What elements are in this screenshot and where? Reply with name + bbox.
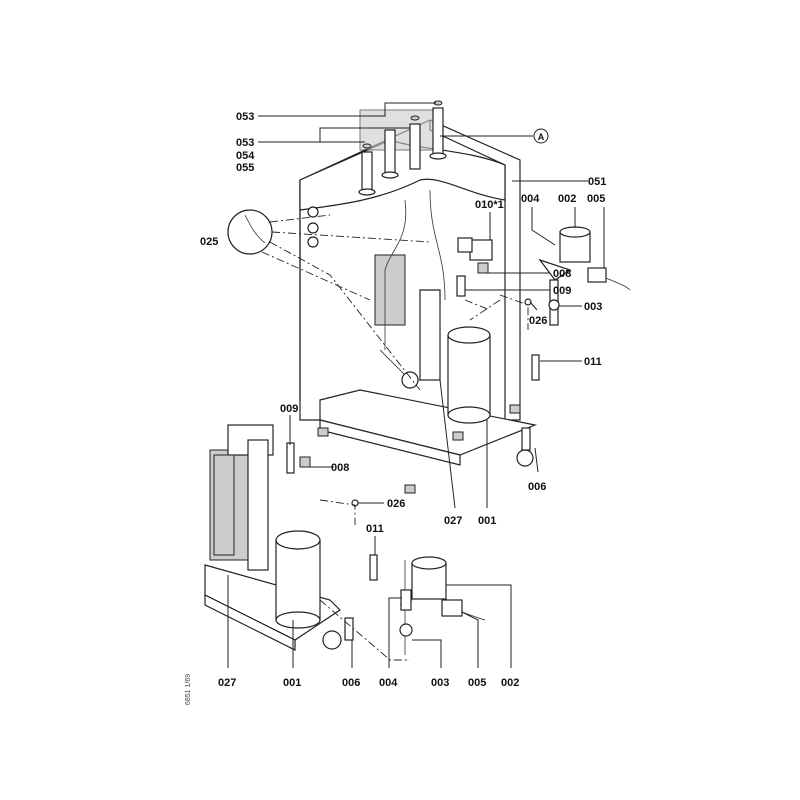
- pipe-connectors: [358, 100, 447, 196]
- label-054: 054: [236, 150, 255, 162]
- callout-a-text: A: [538, 132, 545, 142]
- label-055: 055: [236, 162, 254, 174]
- document-code: 6851 1/69: [185, 674, 192, 705]
- label-053: 053: [236, 137, 254, 149]
- label-026: 026: [529, 315, 547, 327]
- callout-a: A: [533, 128, 549, 144]
- label-008: 008: [331, 462, 349, 474]
- label-001: 001: [478, 515, 496, 527]
- label-005: 005: [587, 193, 605, 205]
- solenoid-coil-lower: [441, 599, 486, 621]
- label-006: 006: [342, 677, 360, 689]
- plug-026-upper: [524, 298, 532, 306]
- label-026: 026: [387, 498, 405, 510]
- detail-magnifier: [227, 209, 273, 255]
- label-027: 027: [218, 677, 236, 689]
- label-004: 004: [379, 677, 398, 689]
- sensor-009-lower: [286, 442, 295, 474]
- label-008: 008: [553, 268, 571, 280]
- label-011: 011: [366, 523, 384, 535]
- label-009: 009: [553, 285, 571, 297]
- solenoid-coil-upper: [587, 267, 631, 291]
- label-053: 053: [236, 111, 254, 123]
- label-027: 027: [444, 515, 462, 527]
- label-004: 004: [521, 193, 540, 205]
- receiver-lower: [399, 556, 447, 655]
- label-001: 001: [283, 677, 301, 689]
- compressor-lower: [275, 530, 321, 629]
- compressor-upper: [447, 326, 491, 424]
- insulation-pad: [359, 109, 441, 151]
- leader-lines: [227, 102, 605, 668]
- base-plate: [317, 389, 538, 494]
- label-011: 011: [584, 356, 602, 368]
- sensor-009-upper: [456, 275, 466, 297]
- switch-011-upper: [531, 354, 540, 381]
- label-002: 002: [501, 677, 519, 689]
- valve-006-lower: [322, 617, 354, 650]
- part-labels: 053 053 054 055 051 010*1 004 002 005 02…: [185, 111, 606, 705]
- label-003: 003: [584, 301, 602, 313]
- label-051: 051: [588, 176, 606, 188]
- label-005: 005: [468, 677, 486, 689]
- label-003: 003: [431, 677, 449, 689]
- switch-011-lower: [369, 554, 378, 581]
- solenoid-010: [457, 237, 493, 261]
- label-002: 002: [558, 193, 576, 205]
- label-025: 025: [200, 236, 218, 248]
- label-009: 009: [280, 403, 298, 415]
- receiver-upper: [538, 226, 591, 326]
- label-006: 006: [528, 481, 546, 493]
- sensor-008-upper: [477, 262, 489, 274]
- valve-006-upper: [516, 427, 534, 467]
- housing-frame: [299, 109, 521, 421]
- label-010: 010*1: [475, 199, 504, 211]
- sensor-008-lower: [299, 456, 311, 468]
- heat-exchanger-lower: [209, 424, 274, 571]
